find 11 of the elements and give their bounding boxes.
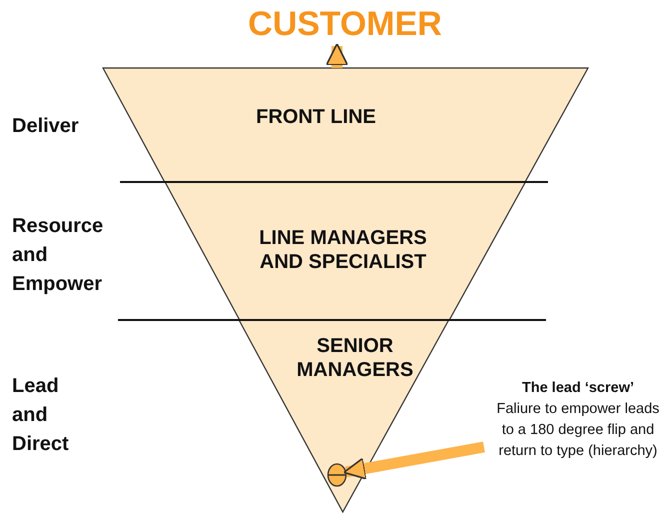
tier-label: FRONT LINE bbox=[255, 105, 377, 129]
level-label: Deliver bbox=[12, 114, 79, 139]
block-arrow bbox=[343, 442, 485, 480]
callout-text: Faliure to empower leads to a 180 degree flip and return to type (hierarchy) bbox=[496, 400, 660, 461]
tier-label: LINE MANAGERS AND SPECIALIST bbox=[258, 226, 428, 274]
callout-title: The lead ‘screw’ bbox=[520, 379, 636, 398]
level-label: Resource and Empower bbox=[12, 214, 104, 297]
heading-label: CUSTOMER bbox=[230, 2, 460, 46]
level-label: Lead and Direct bbox=[12, 374, 69, 457]
block-arrow bbox=[326, 43, 348, 68]
tier-label: SENIOR MANAGERS bbox=[296, 334, 414, 382]
